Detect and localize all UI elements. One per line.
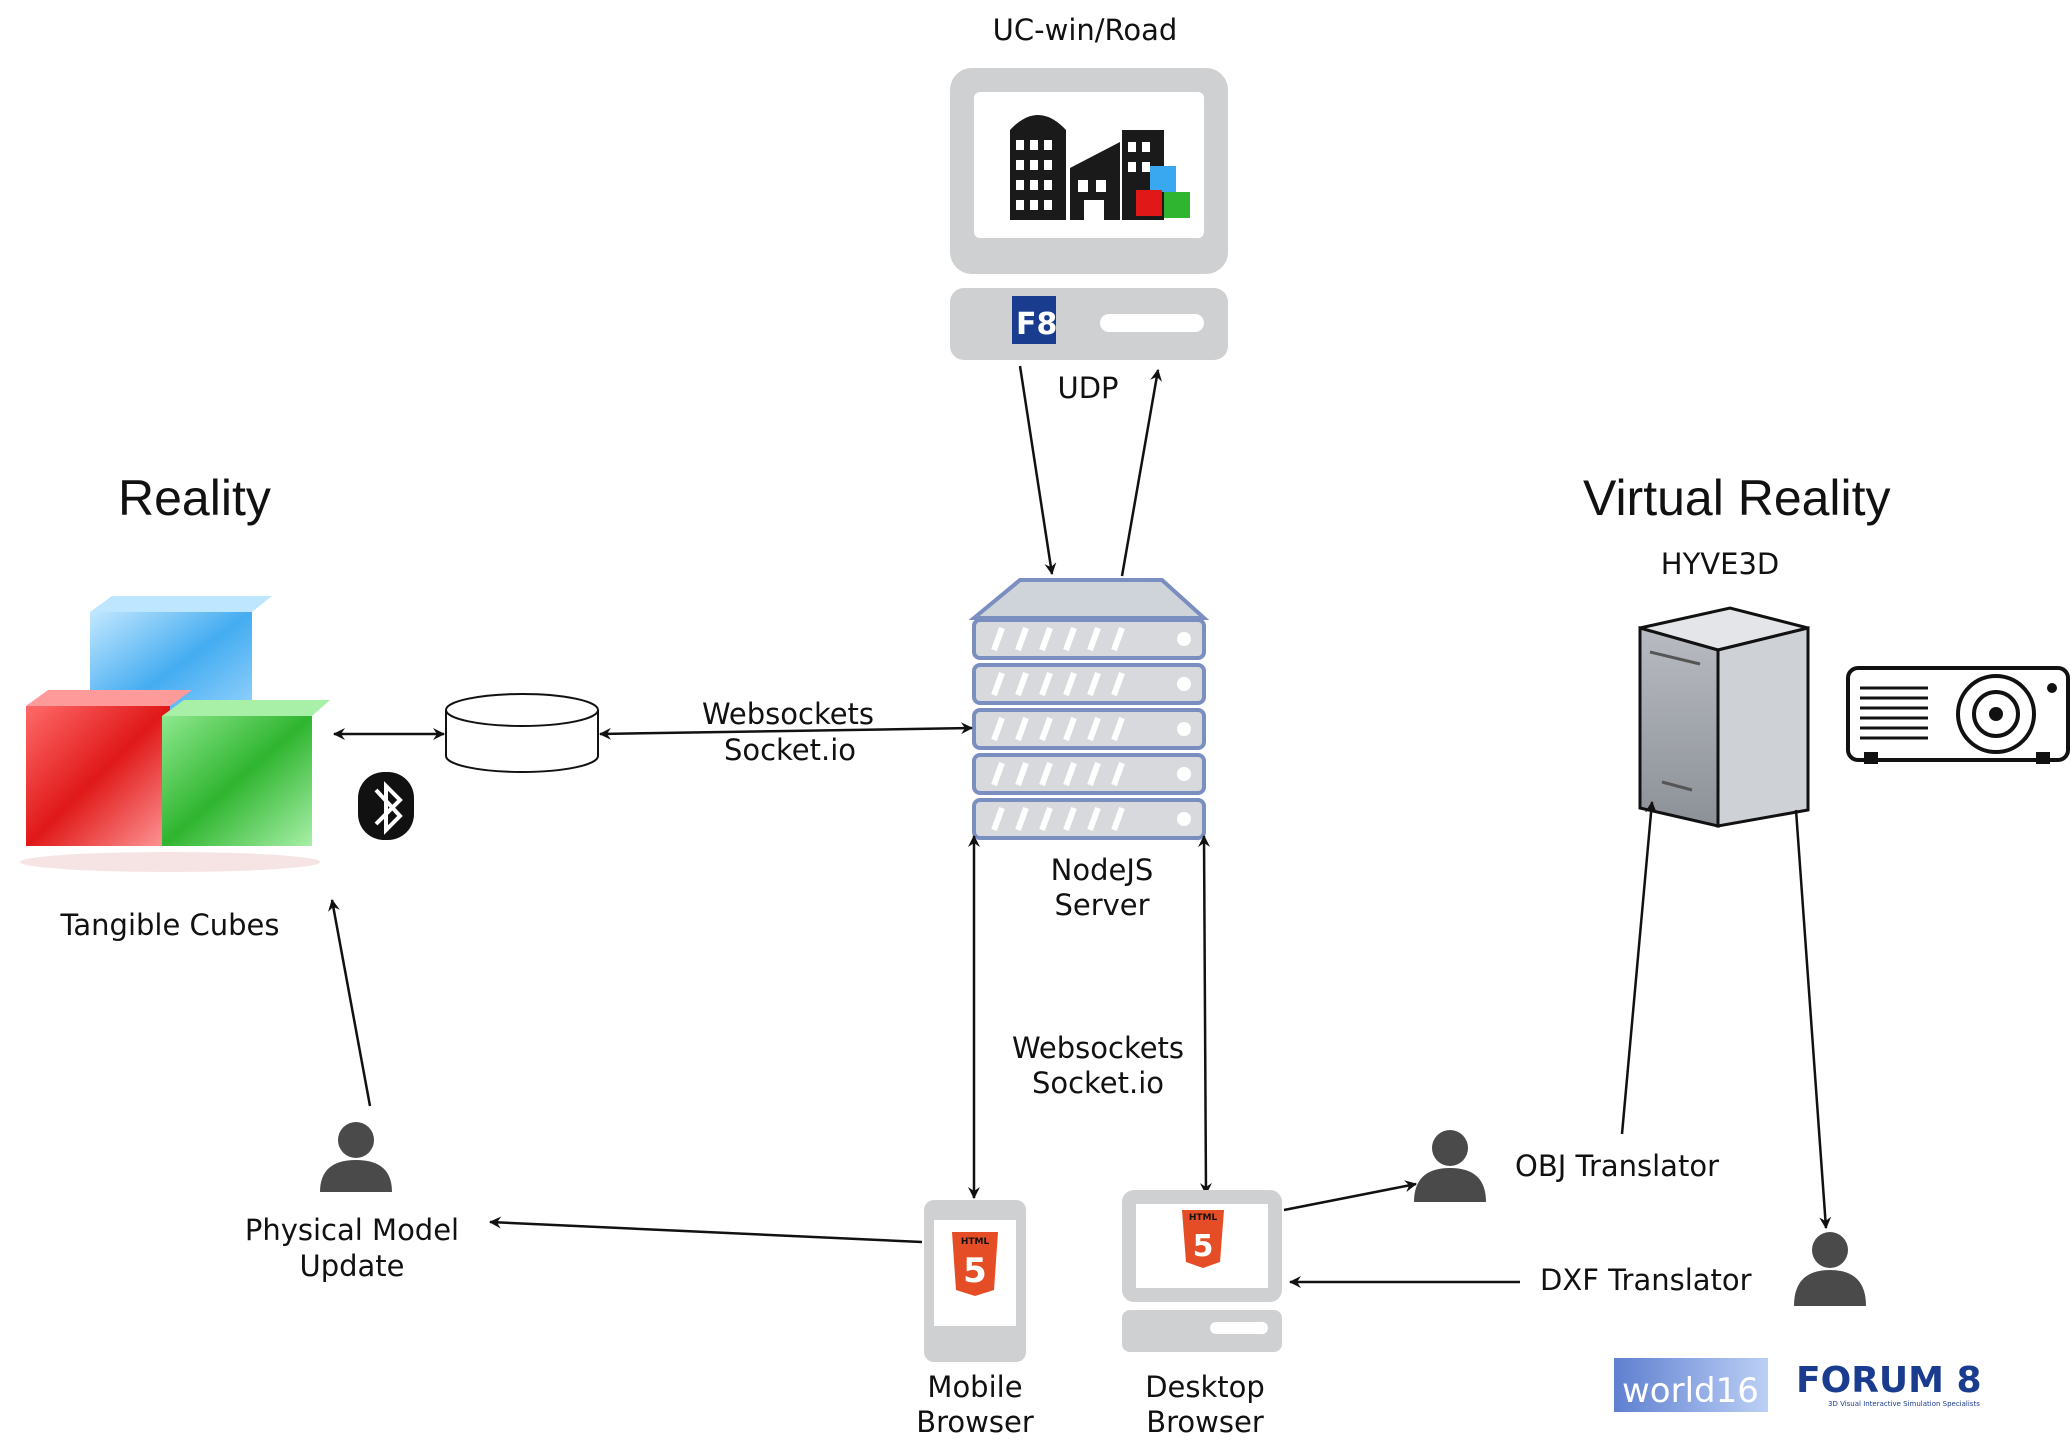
obj-hyve-arrow	[1620, 801, 1657, 1135]
html5-icon: HTML 5	[1182, 1210, 1224, 1268]
desktop-label-1: Desktop	[1145, 1370, 1265, 1404]
svg-text:3D Visual Interactive Simulati: 3D Visual Interactive Simulation Special…	[1828, 1400, 1980, 1408]
database-cylinder-icon	[445, 693, 599, 773]
tangible-cubes-icon	[20, 596, 330, 872]
desktop-obj-arrow	[1283, 1180, 1417, 1212]
server-unit	[972, 798, 1206, 840]
server-unit	[972, 753, 1206, 795]
server-desktop-arrow	[1198, 835, 1212, 1195]
html5-icon: HTML 5	[952, 1232, 998, 1296]
mobile-device-icon: HTML 5	[924, 1200, 1026, 1362]
buildings-icon	[1010, 115, 1190, 220]
svg-text:5: 5	[963, 1251, 987, 1291]
person-icon	[1414, 1130, 1486, 1202]
heading-virtual-reality: Virtual Reality	[1583, 470, 1891, 526]
person-icon	[320, 1122, 392, 1192]
projector-icon	[1846, 666, 2070, 764]
svg-text:HTML: HTML	[961, 1237, 990, 1247]
bluetooth-icon	[358, 772, 414, 840]
svg-text:F8: F8	[1016, 307, 1057, 342]
nodejs-label-1: NodeJS	[1051, 853, 1154, 887]
tangible-cubes-label: Tangible Cubes	[59, 908, 279, 942]
server-unit	[972, 708, 1206, 750]
mobile-physical-arrow	[489, 1216, 923, 1244]
ws-top-label-1: Websockets	[702, 697, 874, 731]
world16-logo: world16	[1614, 1358, 1768, 1412]
udp-label: UDP	[1057, 371, 1118, 405]
hyve-dxf-arrow	[1794, 809, 1832, 1229]
svg-text:FORUM 8: FORUM 8	[1796, 1360, 1982, 1401]
hyve-label: HYVE3D	[1661, 547, 1779, 581]
person-icon	[1794, 1232, 1866, 1306]
svg-text:world16: world16	[1622, 1371, 1759, 1411]
svg-text:5: 5	[1193, 1229, 1214, 1264]
f8-logo-icon: F8	[1012, 296, 1057, 344]
mobile-label-2: Browser	[916, 1405, 1034, 1439]
server-unit	[972, 618, 1206, 660]
nodejs-server-icon	[968, 578, 1210, 840]
physical-label-1: Physical Model	[245, 1213, 459, 1247]
obj-translator-label: OBJ Translator	[1515, 1149, 1719, 1183]
ws-top-label-2: Socket.io	[724, 733, 856, 767]
server-tower-icon	[1638, 606, 1810, 828]
ucwin-computer-icon: F8	[950, 68, 1228, 360]
db-server-arrow	[599, 722, 973, 740]
mobile-label-1: Mobile	[927, 1370, 1022, 1404]
ucwin-label: UC-win/Road	[993, 13, 1178, 47]
desktop-label-2: Browser	[1146, 1405, 1264, 1439]
udp-arrow-up	[1120, 369, 1163, 577]
svg-text:HTML: HTML	[1189, 1213, 1218, 1223]
forum8-logo: FORUM 8 3D Visual Interactive Simulation…	[1796, 1360, 1982, 1408]
heading-reality: Reality	[118, 470, 271, 526]
physical-cubes-arrow	[328, 899, 372, 1107]
nodejs-label-2: Server	[1054, 888, 1149, 922]
ws-mid-label-1: Websockets	[1012, 1031, 1184, 1065]
udp-arrow-down	[1018, 365, 1057, 575]
server-unit	[972, 663, 1206, 705]
dxf-translator-label: DXF Translator	[1540, 1263, 1752, 1297]
desktop-computer-icon: HTML 5	[1122, 1190, 1282, 1352]
ws-mid-label-2: Socket.io	[1032, 1066, 1164, 1100]
physical-label-2: Update	[299, 1249, 404, 1283]
